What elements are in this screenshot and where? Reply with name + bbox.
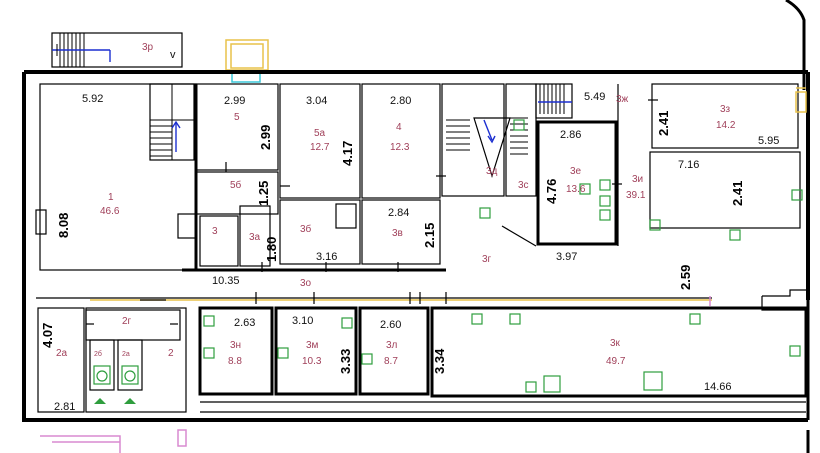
dim-2-59: 2.59 [678,265,693,290]
dim-3-33: 3.33 [338,349,353,374]
room-area-1: 46.6 [100,206,120,217]
dim-1-80: 1.80 [264,237,279,262]
room-id-4: 4 [396,122,402,133]
stair-mark: v [170,49,176,61]
room-area-3e: 13.6 [566,184,586,195]
dim-1-25: 1.25 [256,181,271,206]
dim-14-66: 14.66 [704,381,732,393]
building-outline [22,70,810,453]
room-area-3n: 8.8 [228,356,242,367]
corner-wall-top-right [785,0,806,90]
room-id-3k: 3к [610,338,621,349]
room-id-3v: 3в [392,228,403,239]
dim-2-99-top: 2.99 [224,95,245,107]
room-id-3i: 3и [632,174,643,185]
wc-fixtures [93,365,139,404]
dim-7-16: 7.16 [678,159,699,171]
right-rooms [501,83,807,247]
dim-2-41-mid: 2.41 [730,181,745,206]
dim-3-34: 3.34 [432,348,447,374]
room-id-2b: 2б [94,350,102,358]
room-id-3zh: 3ж [616,94,629,105]
dim-3-16: 3.16 [316,251,337,263]
room-id-2g: 2г [122,316,132,327]
dim-2-41-top: 2.41 [656,111,671,136]
dim-5-92: 5.92 [82,93,103,105]
dim-2-60: 2.60 [380,319,401,331]
room-area-3i: 39.1 [626,190,646,201]
dim-2-63: 2.63 [234,317,255,329]
dim-4-76: 4.76 [544,179,559,204]
dim-8-08: 8.08 [56,213,71,238]
room-id-3a: 3a [249,232,261,243]
stair-left [149,83,195,161]
heating-markers [203,119,803,393]
room-id-3b: 3б [300,223,312,235]
room-area-3k: 49.7 [606,356,626,367]
room-id-3z: 3з [720,104,731,115]
room-id-2a-left: 2a [56,348,68,359]
room-labels: 3p v 1 46.6 5 5a 12.7 4 12.3 5б 3 3a 3б … [56,42,736,367]
dim-3-97: 3.97 [556,251,577,263]
room-id-3m: 3м [306,340,319,351]
dim-2-15: 2.15 [422,223,437,248]
dim-10-35: 10.35 [212,275,240,287]
room-area-5a: 12.7 [310,142,330,153]
room-id-3g: 3г [482,254,492,265]
room-id-3c: 3c [518,180,529,191]
dim-2-81: 2.81 [54,401,75,413]
annex-3p [51,32,183,68]
upper-walls [35,83,446,272]
dim-2-86: 2.86 [560,129,581,141]
room-id-2a-small: 2a [122,351,130,358]
dim-2-80: 2.80 [390,95,411,107]
room-id-5b: 5б [230,179,242,191]
room-id-5a: 5a [314,128,326,139]
room-id-5: 5 [234,112,240,123]
room-id-3n: 3н [230,340,241,351]
room-id-3d: 3д [486,166,498,177]
room-id-1: 1 [108,192,114,203]
dim-2-84: 2.84 [388,207,409,219]
dimension-labels: 5.92 2.99 3.04 2.80 5.49 2.86 2.41 5.95 … [40,91,779,413]
room-area-3l: 8.7 [384,356,398,367]
dim-3-04: 3.04 [306,95,327,107]
dim-4-17: 4.17 [340,141,355,166]
stair-center [441,83,537,197]
dim-3-10: 3.10 [292,315,313,327]
room-id-3e: 3e [570,166,582,177]
room-id-3: 3 [212,226,218,237]
corridor [36,289,808,311]
stair-top-right [535,83,573,119]
room-id-3o: 3o [300,278,312,289]
dim-5-95: 5.95 [758,135,779,147]
room-id-3p: 3p [142,42,154,53]
room-id-3l: 3л [386,340,398,351]
lower-rooms [37,306,808,413]
room-area-3m: 10.3 [302,356,322,367]
room-area-4: 12.3 [390,142,410,153]
dim-5-49: 5.49 [584,91,605,103]
room-id-2: 2 [168,348,174,359]
dim-4-07: 4.07 [40,323,55,348]
balcony-outline [225,39,269,83]
lower-annex [40,429,187,453]
door-ticks [86,99,658,325]
room-area-3z: 14.2 [716,120,736,131]
dim-2-99-side: 2.99 [258,125,273,150]
